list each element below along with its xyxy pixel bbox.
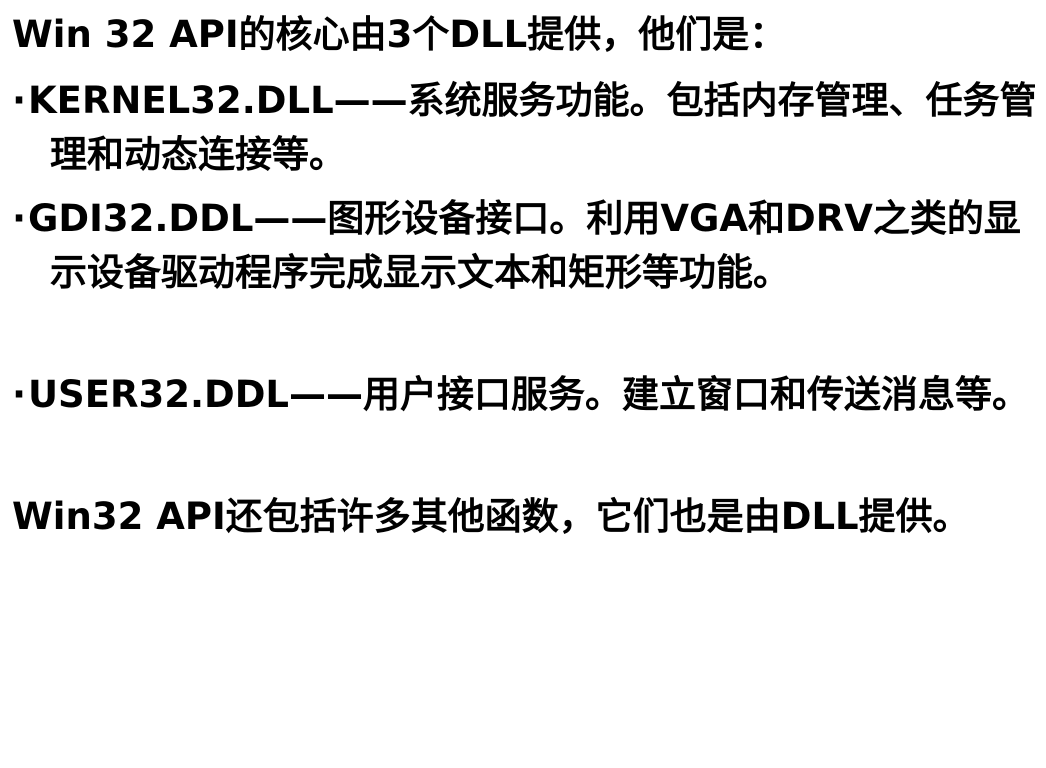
intro-paragraph: Win 32 API的核心由3个DLL提供，他们是：: [12, 13, 787, 56]
bullet-item-user32: ·USER32.DDL——用户接口服务。建立窗口和传送消息等。: [12, 368, 1046, 422]
slide: Win 32 API的核心由3个DLL提供，他们是： ·KERNEL32.DLL…: [12, 13, 1037, 538]
bullet-item-kernel32: ·KERNEL32.DLL——系统服务功能。包括内存管理、任务管理和动态连接等。: [12, 74, 1046, 182]
bullet-item-text: KERNEL32.DLL——系统服务功能。包括内存管理、任务管理和动态连接等。: [28, 79, 1037, 176]
bullet-item-gdi32: ·GDI32.DDL——图形设备接口。利用VGA和DRV之类的显示设备驱动程序完…: [12, 192, 1046, 300]
bullet-marker: ·: [12, 79, 27, 122]
bullet-marker: ·: [12, 373, 27, 416]
bullet-item-text: USER32.DDL——用户接口服务。建立窗口和传送消息等。: [28, 373, 1030, 416]
closing-paragraph: Win32 API还包括许多其他函数，它们也是由DLL提供。: [12, 495, 970, 538]
bullet-marker: ·: [12, 197, 27, 240]
bullet-item-text: GDI32.DDL——图形设备接口。利用VGA和DRV之类的显示设备驱动程序完成…: [28, 197, 1021, 294]
